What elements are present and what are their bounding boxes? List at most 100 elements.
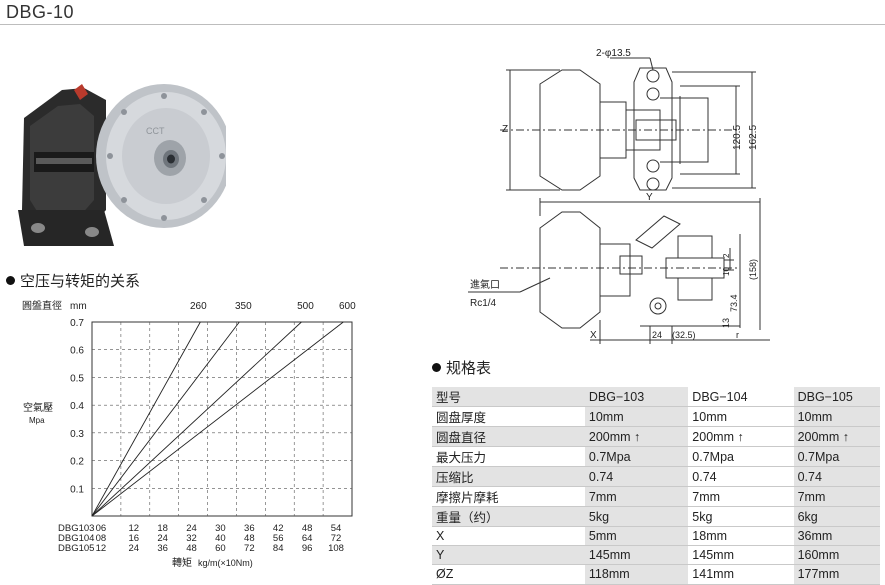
spec-row-label: Y <box>432 545 585 566</box>
x-tick-label: 48 <box>186 543 197 554</box>
spec-header-cell: DBG−105 <box>793 387 880 407</box>
x-axis-unit: kg/m(×10Nm) <box>198 558 253 568</box>
spec-cell: 160mm <box>793 545 880 566</box>
x-row-name: DBG105 <box>58 543 94 554</box>
x-tick-label: 108 <box>328 543 344 554</box>
inlet-thread: Rc1/4 <box>470 298 497 309</box>
spec-cell: 141mm <box>688 564 794 585</box>
y-axis-top-label: 圓盤直徑 <box>22 299 62 312</box>
y-tick-label: 0.3 <box>70 429 84 440</box>
spec-row-label: 最大压力 <box>432 446 585 467</box>
x-axis-label: 轉矩 <box>172 556 192 569</box>
spec-cell: 200mm ↑ <box>688 426 794 447</box>
spec-cell: 145mm <box>688 545 794 566</box>
spec-cell: 0.7Mpa <box>793 446 880 467</box>
x-tick-label: 54 <box>331 523 342 534</box>
x-tick-label: 36 <box>244 523 255 534</box>
chart-section-heading-text: 空压与转矩的关系 <box>20 273 141 290</box>
x-tick-label: 72 <box>244 543 255 554</box>
series-line-500 <box>91 321 302 517</box>
x-tick-label: 24 <box>157 533 168 544</box>
spec-row-label: 压缩比 <box>432 466 585 487</box>
spec-cell: 145mm <box>584 545 689 566</box>
series-line-600 <box>91 321 344 517</box>
spec-cell: 7mm <box>688 486 794 507</box>
dim-158: (158) <box>748 259 758 280</box>
dim-73-4: 73.4 <box>729 294 739 312</box>
dim-10: 10 <box>722 267 731 276</box>
disc-diameter-label: 500 <box>297 301 314 312</box>
y-tick-label: 0.5 <box>70 373 84 384</box>
inlet-label: 進氣口 <box>470 278 500 291</box>
x-tick-label: 08 <box>96 533 107 544</box>
x-tick-label: 36 <box>157 543 168 554</box>
y-tick-label: 0.4 <box>70 401 84 412</box>
page-title: DBG-10 <box>6 2 75 22</box>
hole-label: 2-φ13.5 <box>596 48 631 59</box>
svg-text:CCT: CCT <box>146 126 165 136</box>
dim-z: Z <box>502 124 508 135</box>
spec-header-cell: DBG−104 <box>688 387 794 407</box>
spec-cell: 0.7Mpa <box>688 446 794 467</box>
x-tick-label: 84 <box>273 543 284 554</box>
dim-32-5: (32.5) <box>672 330 696 340</box>
y-axis-top-unit: mm <box>70 301 87 312</box>
spec-cell: 200mm ↑ <box>793 426 880 447</box>
spec-cell: 5kg <box>584 506 689 527</box>
spec-cell: 200mm ↑ <box>584 426 689 447</box>
spec-row-label: X <box>432 526 585 547</box>
disc-diameter-label: 260 <box>190 301 207 312</box>
x-tick-label: 24 <box>128 543 139 554</box>
x-tick-label: 60 <box>215 543 226 554</box>
dim-2: 2 <box>722 253 731 258</box>
spec-cell: 5kg <box>688 506 794 527</box>
x-tick-label: 48 <box>244 533 255 544</box>
series-line-260 <box>91 321 201 517</box>
spec-cell: 6kg <box>793 506 880 527</box>
technical-drawing: 2-φ13.5 Z 120.5 162.5 Y (158) 2 10 73.4 … <box>468 48 770 344</box>
spec-cell: 7mm <box>584 486 689 507</box>
y-tick-label: 0.6 <box>70 346 84 357</box>
spec-cell: 0.74 <box>793 466 880 487</box>
spec-cell: 18mm <box>688 526 794 547</box>
spec-row-label: 圆盘直径 <box>432 426 585 447</box>
dim-162-5: 162.5 <box>748 125 759 150</box>
spec-cell: 10mm <box>584 406 689 427</box>
x-tick-label: 18 <box>157 523 168 534</box>
x-tick-label: 56 <box>273 533 284 544</box>
x-tick-label: 40 <box>215 533 226 544</box>
disc-diameter-label: 600 <box>339 301 356 312</box>
spec-cell: 0.7Mpa <box>584 446 689 467</box>
x-tick-label: 32 <box>186 533 197 544</box>
spec-cell: 177mm <box>793 564 880 585</box>
bullet-icon <box>6 276 15 285</box>
x-row-name: DBG104 <box>58 533 94 544</box>
x-tick-label: 64 <box>302 533 313 544</box>
plot-frame <box>91 321 353 517</box>
dim-r: r <box>736 330 739 340</box>
dim-y: Y <box>646 192 653 203</box>
dim-13: 13 <box>721 318 731 328</box>
dim-120-5: 120.5 <box>732 125 743 150</box>
dim-24: 24 <box>652 330 662 340</box>
spec-row-label: 重量（约） <box>432 506 585 527</box>
spec-section-heading-text: 规格表 <box>446 360 492 377</box>
spec-cell: 5mm <box>584 526 689 547</box>
x-tick-label: 48 <box>302 523 313 534</box>
y-tick-label: 0.1 <box>70 484 84 495</box>
disc-diameter-label: 350 <box>235 301 252 312</box>
y-tick-label: 0.7 <box>70 318 84 329</box>
spec-row-label: 摩擦片摩耗 <box>432 486 585 507</box>
title-divider <box>0 24 885 25</box>
dim-x: X <box>590 330 597 341</box>
chart-section-heading: 空压与转矩的关系 <box>6 270 140 291</box>
